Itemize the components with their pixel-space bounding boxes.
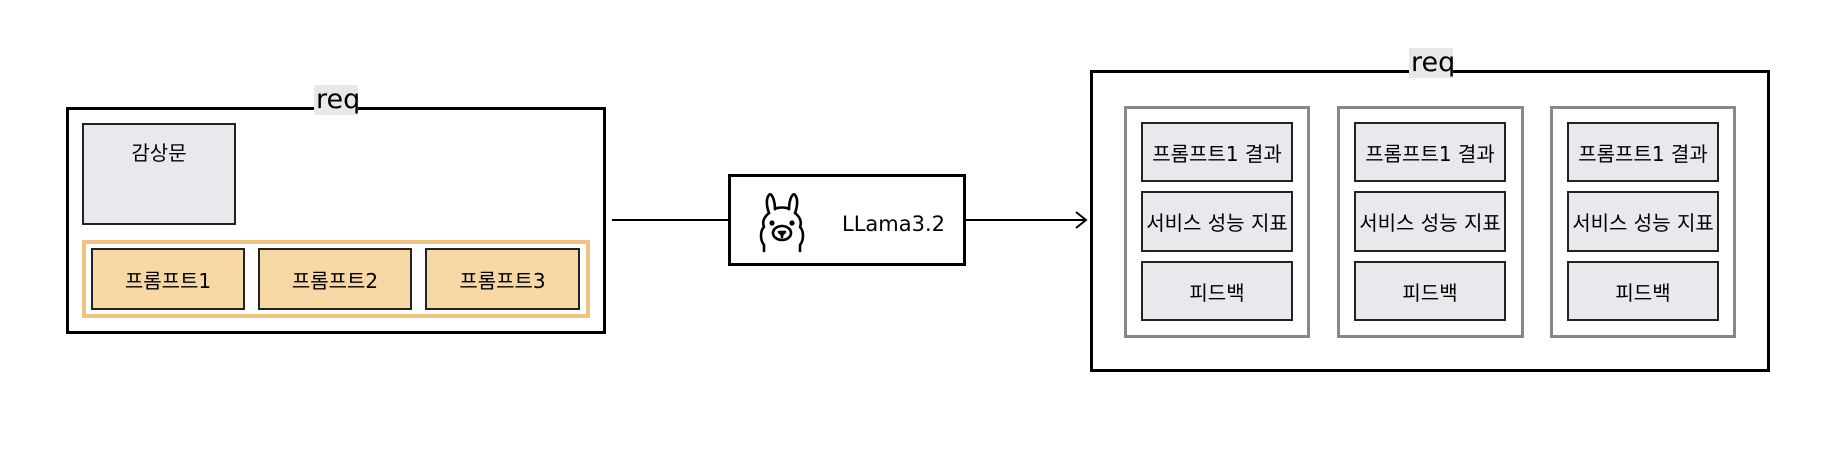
metric-label-3: 서비스 성능 지표 <box>1572 211 1714 235</box>
result-box-2: 프롬프트1 결과 <box>1354 122 1506 182</box>
feedback-label-2: 피드백 <box>1402 280 1458 305</box>
result-box-1: 프롬프트1 결과 <box>1141 122 1293 182</box>
prompt-box-1: 프롬프트1 <box>91 248 245 310</box>
review-box: 감상문 <box>82 123 236 225</box>
metric-box-3: 서비스 성능 지표 <box>1567 191 1719 252</box>
feedback-box-2: 피드백 <box>1354 261 1506 321</box>
output-req-label: req <box>1409 47 1456 78</box>
result-label-2: 프롬프트1 결과 <box>1365 141 1495 166</box>
prompt-label-3: 프롬프트3 <box>459 268 546 293</box>
input-req-label: req <box>314 84 361 115</box>
metric-label-1: 서비스 성능 지표 <box>1146 211 1288 235</box>
result-box-3: 프롬프트1 결과 <box>1567 122 1719 182</box>
metric-box-2: 서비스 성능 지표 <box>1354 191 1506 252</box>
review-label: 감상문 <box>131 141 187 165</box>
connector-input-model <box>612 219 728 221</box>
result-label-1: 프롬프트1 결과 <box>1152 141 1282 166</box>
llama-icon <box>756 192 808 253</box>
result-label-3: 프롬프트1 결과 <box>1578 141 1708 166</box>
prompt-box-3: 프롬프트3 <box>425 248 580 310</box>
feedback-box-3: 피드백 <box>1567 261 1719 321</box>
feedback-label-3: 피드백 <box>1615 280 1671 305</box>
model-name: LLama3.2 <box>842 212 945 236</box>
prompt-label-2: 프롬프트2 <box>291 268 379 293</box>
metric-label-2: 서비스 성능 지표 <box>1359 211 1501 235</box>
metric-box-1: 서비스 성능 지표 <box>1141 191 1293 252</box>
model-box <box>728 174 966 266</box>
connector-model-output <box>966 208 1090 232</box>
feedback-box-1: 피드백 <box>1141 261 1293 321</box>
feedback-label-1: 피드백 <box>1189 280 1245 305</box>
prompt-label-1: 프롬프트1 <box>124 268 212 293</box>
prompt-box-2: 프롬프트2 <box>258 248 412 310</box>
